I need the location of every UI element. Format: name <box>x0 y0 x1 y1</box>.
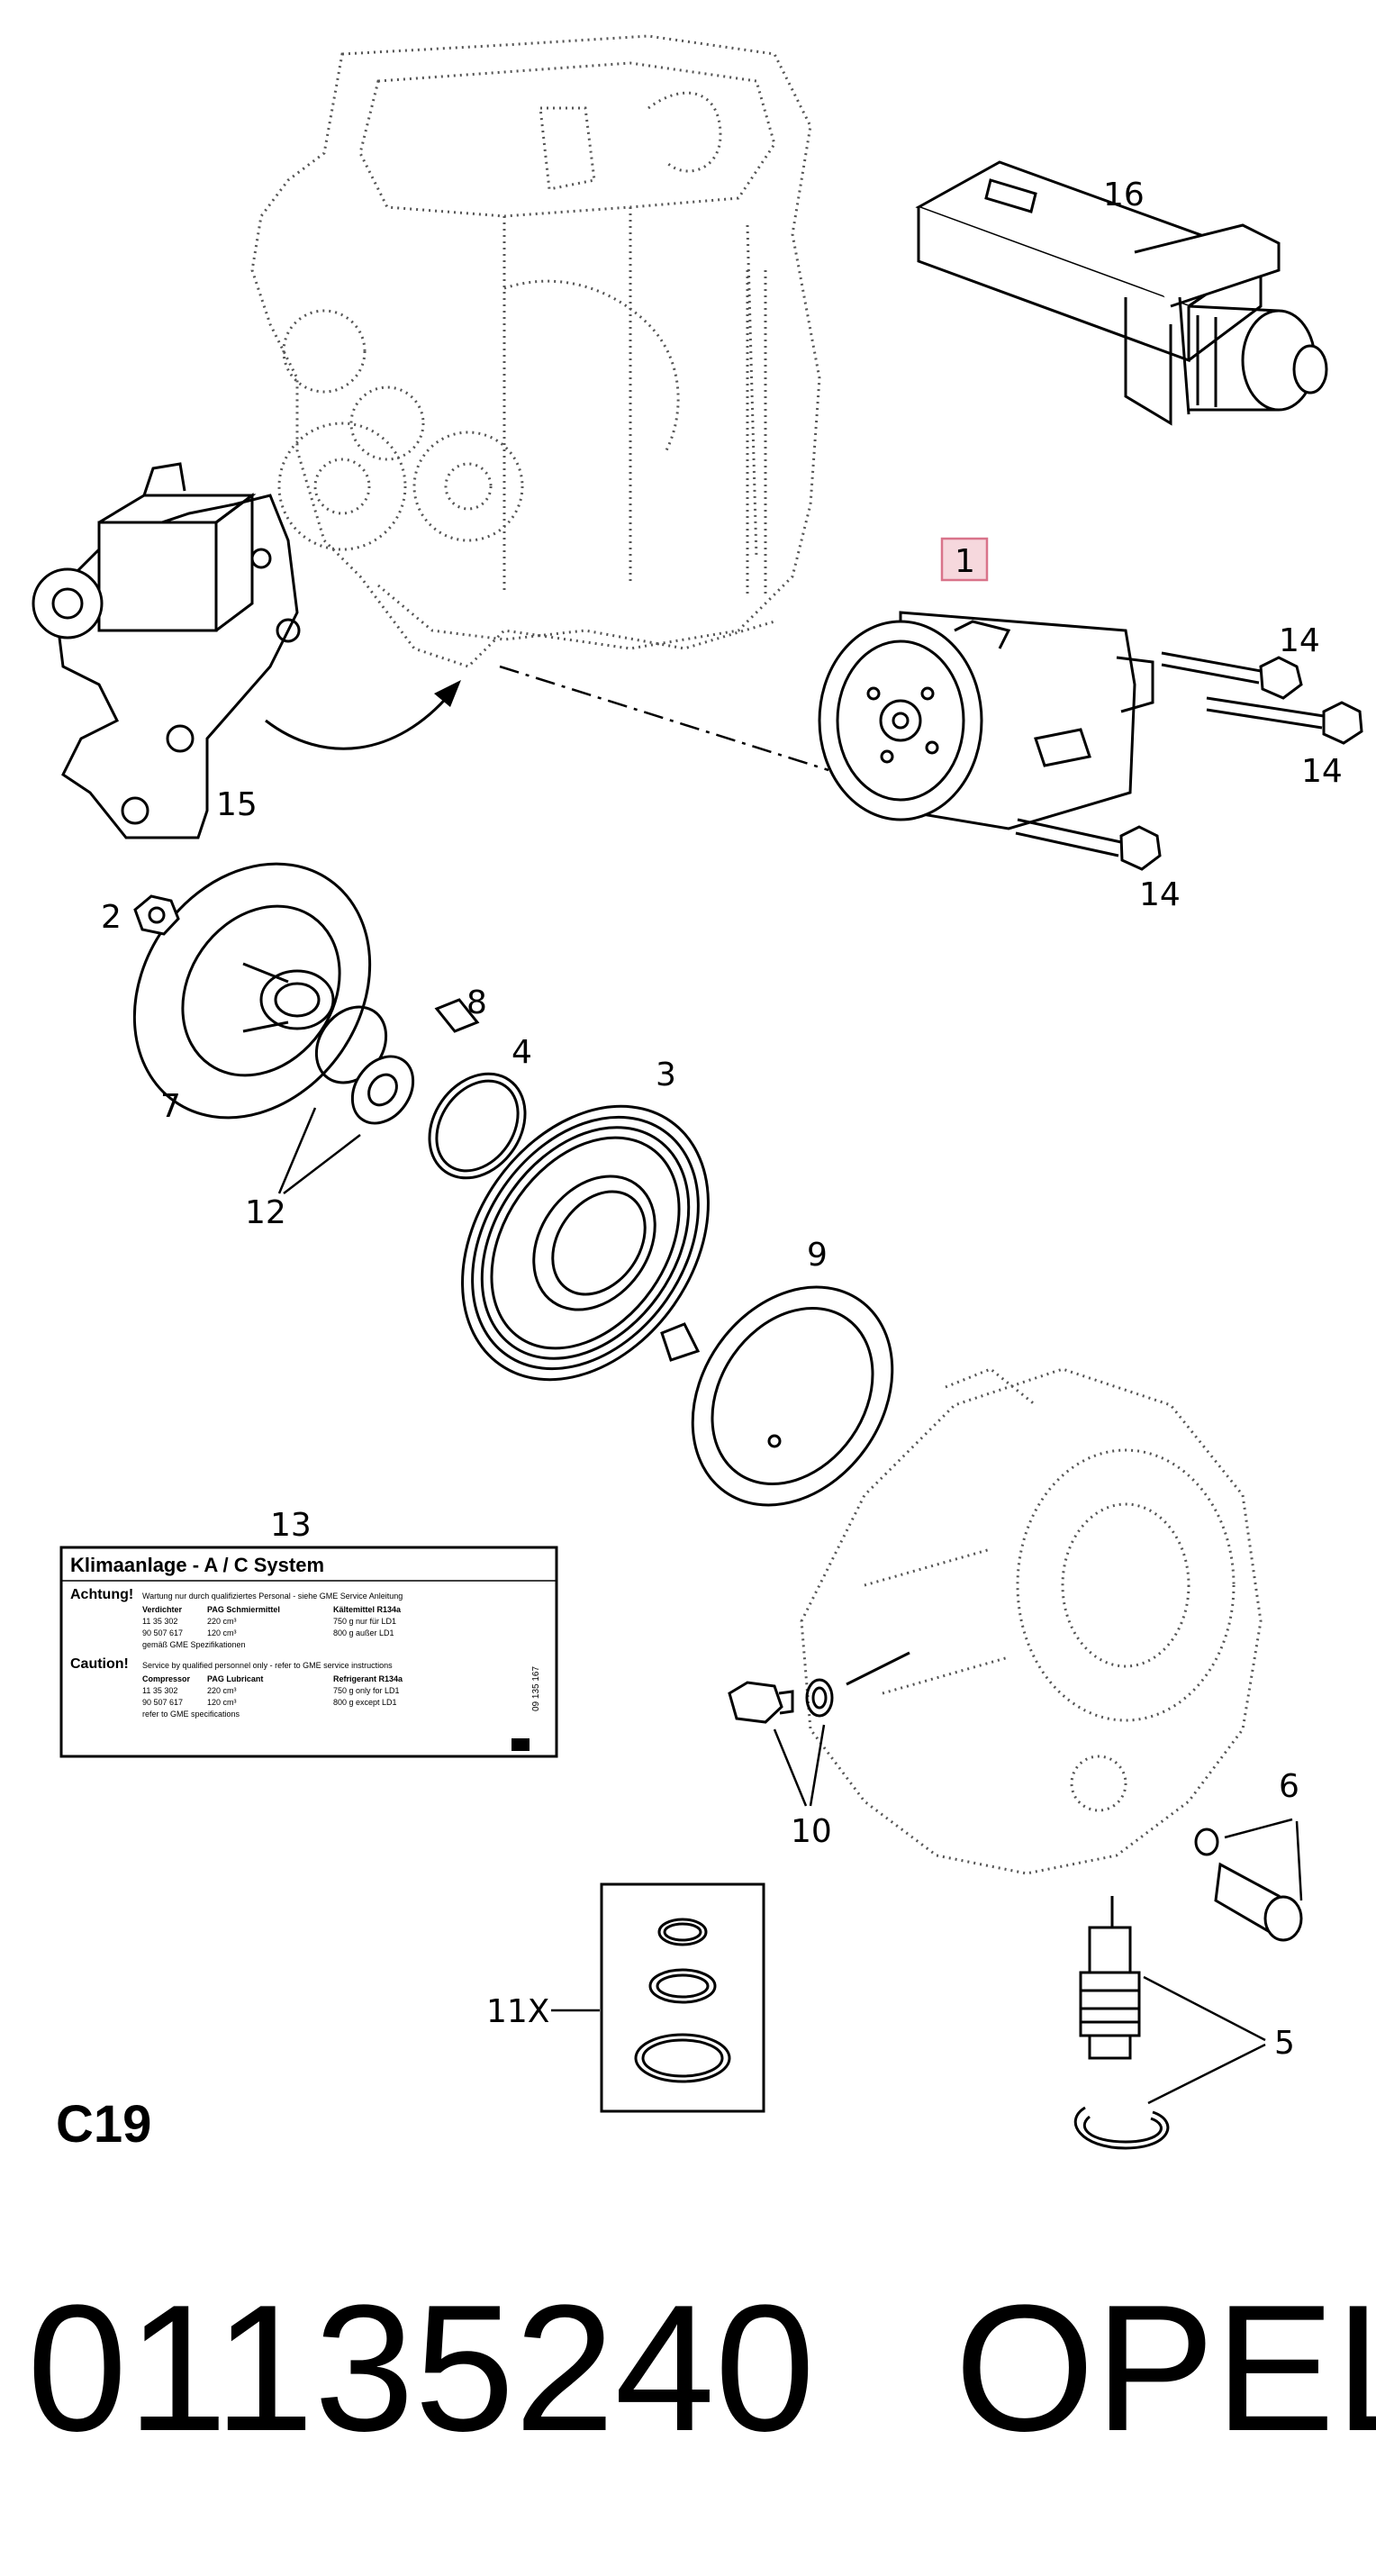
pressure-switch <box>1194 1828 1303 1942</box>
label-de-row-1-1: 120 cm³ <box>207 1628 237 1637</box>
label-en-header-0: Compressor <box>142 1674 191 1683</box>
callout-9: 9 <box>807 1237 828 1274</box>
callout-7: 7 <box>160 1088 181 1125</box>
label-en-row-0-1: 220 cm³ <box>207 1686 237 1695</box>
callout-3: 3 <box>656 1057 676 1093</box>
power-steering-pump <box>32 462 301 839</box>
part-number: 01135240 <box>27 2268 815 2469</box>
compressor-bolts <box>1015 651 1363 871</box>
label-en-row-1-2: 800 g except LD1 <box>333 1698 397 1707</box>
label-en-row-0-2: 750 g only for LD1 <box>333 1686 400 1695</box>
ac-compressor <box>818 611 1154 830</box>
callout-14-mid: 14 <box>1301 753 1343 790</box>
compressor-pulley <box>461 1104 710 1382</box>
callout-1-highlight <box>940 537 989 582</box>
callout-6: 6 <box>1279 1768 1299 1805</box>
label-title: Klimaanlage - A / C System <box>70 1554 324 1576</box>
page-code: C19 <box>56 2095 151 2154</box>
callout-11x: 11X <box>486 1993 549 2030</box>
mount-arrow <box>265 693 452 750</box>
label-de-row-1-0: 90 507 617 <box>142 1628 183 1637</box>
callout-6-leaders <box>1224 1818 1303 1901</box>
service-valve <box>1073 1896 1170 2150</box>
label-de-header-1: PAG Schmiermittel <box>207 1605 280 1614</box>
callout-1: 1 <box>955 543 975 580</box>
label-de-header-0: Verdichter <box>142 1605 183 1614</box>
callout-13: 13 <box>270 1507 312 1544</box>
clutch-coil <box>660 1285 894 1507</box>
label-de-note: gemäß GME Spezifikationen <box>142 1640 246 1649</box>
label-en-row-1-0: 90 507 617 <box>142 1698 183 1707</box>
callout-12: 12 <box>245 1194 286 1231</box>
label-de-row-0-1: 220 cm³ <box>207 1617 237 1626</box>
ac-label-card <box>59 1546 558 1758</box>
compressor-rear-view <box>800 1367 1263 1875</box>
mount-line <box>499 665 829 772</box>
brand-name: OPEL <box>955 2268 1376 2469</box>
label-caution-heading: Caution! <box>70 1656 129 1672</box>
label-en-row-0-0: 11 35 302 <box>142 1686 177 1695</box>
callout-14-top: 14 <box>1279 622 1320 659</box>
callout-2: 2 <box>101 899 122 936</box>
callout-8: 8 <box>466 984 487 1021</box>
mount-arrow-head <box>434 680 461 707</box>
label-de-row-0-0: 11 35 302 <box>142 1617 177 1626</box>
callout-5: 5 <box>1274 2025 1295 2062</box>
label-en-header-1: PAG Lubricant <box>207 1674 263 1683</box>
engine-illustration <box>250 34 821 668</box>
callout-4: 4 <box>511 1034 532 1071</box>
gm-logo-mark <box>511 1738 530 1751</box>
label-de-header-2: Kältemittel R134a <box>333 1605 402 1614</box>
label-side-code: 09 135 167 <box>531 1666 541 1711</box>
callout-14-low: 14 <box>1139 876 1181 913</box>
callout-10: 10 <box>791 1813 832 1850</box>
callout-5-leaders <box>1143 1975 1266 2105</box>
receiver-drier-box <box>915 160 1328 426</box>
bearing-snap-ring <box>314 998 527 1180</box>
label-de-row-0-2: 750 g nur für LD1 <box>333 1617 396 1626</box>
callout-10-leaders <box>773 1724 826 1807</box>
label-en-note: refer to GME specifications <box>142 1710 240 1719</box>
label-en-header-2: Refrigerant R134a <box>333 1674 403 1683</box>
hub-nut <box>133 894 180 936</box>
label-achtung-heading: Achtung! <box>70 1587 133 1602</box>
callout-16: 16 <box>1103 177 1145 213</box>
label-caution-text: Service by qualified personnel only - re… <box>142 1661 393 1670</box>
label-de-row-1-2: 800 g außer LD1 <box>333 1628 394 1637</box>
label-en-row-1-1: 120 cm³ <box>207 1698 237 1707</box>
drain-bolt-and-washer <box>728 1651 910 1724</box>
callout-12-leaders <box>277 1107 361 1194</box>
o-ring-kit <box>600 1882 765 2113</box>
label-achtung-text: Wartung nur durch qualifiziertes Persona… <box>142 1592 403 1601</box>
callout-15: 15 <box>216 786 258 823</box>
